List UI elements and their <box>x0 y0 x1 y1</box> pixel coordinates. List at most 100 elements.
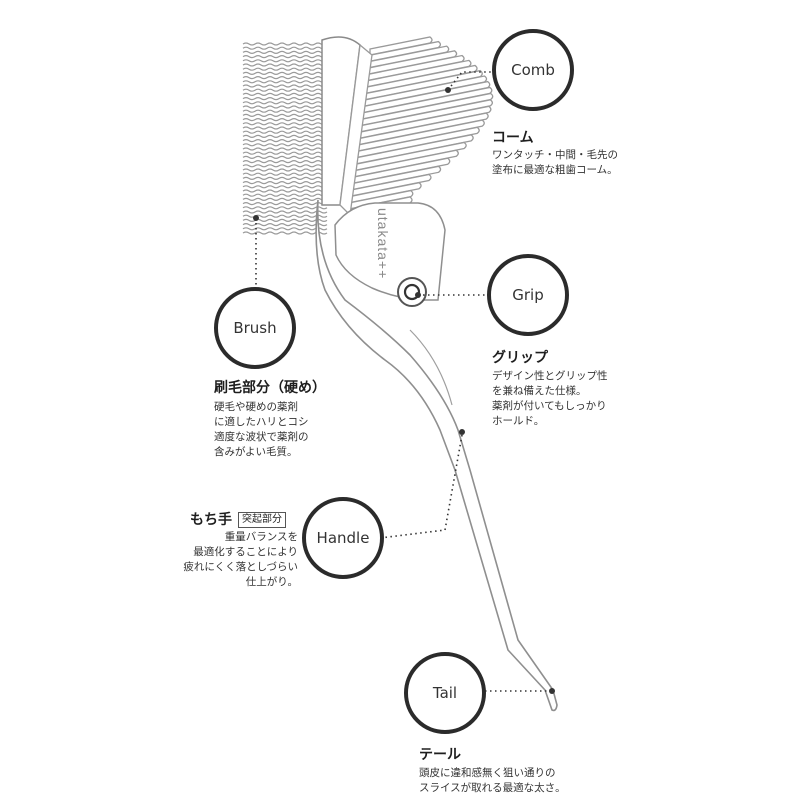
handle-desc-line: 最適化することにより <box>193 546 298 558</box>
comb-desc-line: ワンタッチ・中間・毛先の <box>492 149 618 161</box>
bristle-wave <box>242 122 328 126</box>
comb-heading: コーム <box>492 130 534 146</box>
comb-tooth <box>353 157 451 184</box>
handle-desc-line: 仕上がり。 <box>245 576 298 588</box>
bristle-wave <box>242 206 328 210</box>
bristle-wave <box>242 126 328 130</box>
bristle-wave <box>242 55 328 59</box>
bristle-wave <box>242 76 328 80</box>
brand-logo: utakata++ <box>375 208 391 279</box>
handle-label-circle: Handle <box>302 497 384 579</box>
comb-tooth <box>357 119 485 152</box>
comb-tooth <box>354 149 459 178</box>
comb-tooth <box>354 141 467 171</box>
comb-tooth <box>359 99 494 133</box>
bristle-wave <box>242 67 328 71</box>
bristle-wave <box>242 202 328 206</box>
leader-dot-comb <box>445 87 451 93</box>
bristle-wave <box>242 164 328 168</box>
bristle-wave <box>242 50 328 54</box>
tail-description: 頭皮に違和感無く狙い通りの スライスが取れる最適な太さ。 <box>419 766 566 796</box>
grip-desc-line: デザイン性とグリップ性 <box>492 370 608 382</box>
bristle-wave <box>242 118 328 122</box>
bristle-wave <box>242 109 328 113</box>
bristle-wave <box>242 80 328 84</box>
comb-tooth <box>356 126 480 159</box>
grip-desc-line: 薬剤が付いてもしっかり <box>492 400 607 412</box>
bristle-wave <box>242 210 328 214</box>
bristle-wave <box>242 63 328 67</box>
leader-dot-grip <box>415 292 421 298</box>
brush-desc-line: 含みがよい毛質。 <box>214 446 298 458</box>
tail-heading: テール <box>419 747 461 763</box>
bristle-wave <box>242 155 328 159</box>
comb-tooth <box>351 173 432 197</box>
grip-description: デザイン性とグリップ性 を兼ね備えた仕様。 薬剤が付いてもしっかり ホールド。 <box>492 369 608 429</box>
bristle-wave <box>242 172 328 176</box>
comb-teeth <box>349 36 494 216</box>
bristle-wave <box>242 139 328 143</box>
tail-desc-line: スライスが取れる最適な太さ。 <box>419 782 566 794</box>
comb-tooth <box>358 105 492 139</box>
tail-label: Tail <box>432 684 458 702</box>
bristle-wave <box>242 181 328 185</box>
bristle-wave <box>242 46 328 50</box>
bristle-wave <box>242 168 328 172</box>
comb-desc-line: 塗布に最適な粗歯コーム。 <box>492 164 618 176</box>
bristle-wave <box>242 197 328 201</box>
brush-description: 硬毛や硬めの薬剤 に適したハリとコシ 適度な波状で薬剤の 含みがよい毛質。 <box>214 400 309 460</box>
grip-desc-line: を兼ね備えた仕様。 <box>492 385 587 397</box>
grip-label: Grip <box>512 286 544 304</box>
comb-tooth <box>350 182 422 203</box>
bristle-wave <box>242 185 328 189</box>
comb-description: ワンタッチ・中間・毛先の 塗布に最適な粗歯コーム。 <box>492 148 618 178</box>
brush-handle-outline <box>315 199 558 712</box>
brush-bristles <box>242 42 328 235</box>
comb-tooth <box>352 165 442 191</box>
bristle-wave <box>242 151 328 155</box>
brush-desc-line: 硬毛や硬めの薬剤 <box>214 401 298 413</box>
comb-label: Comb <box>511 61 555 79</box>
grip-heading: グリップ <box>492 350 548 366</box>
bristle-wave <box>242 84 328 88</box>
bristle-wave <box>242 97 328 101</box>
bristle-wave <box>242 59 328 63</box>
comb-tooth <box>358 112 489 146</box>
leader-dot-brush <box>253 215 259 221</box>
bristle-wave <box>242 42 328 46</box>
grip-label-circle: Grip <box>487 254 569 336</box>
comb-tooth <box>355 134 474 165</box>
comb-label-circle: Comb <box>492 29 574 111</box>
handle-description: 重量バランスを 最適化することにより 疲れにくく落としづらい 仕上がり。 <box>183 530 298 590</box>
bristle-wave <box>242 71 328 75</box>
bristle-wave <box>242 147 328 151</box>
bristle-wave <box>242 92 328 96</box>
bristle-wave <box>242 130 328 134</box>
bristle-wave <box>242 143 328 147</box>
handle-desc-line: 重量バランスを <box>224 531 298 543</box>
handle-heading-row: もち手突起部分 <box>190 509 286 529</box>
handle-inner-line <box>409 329 453 406</box>
bristle-wave <box>242 193 328 197</box>
leader-dot-tail <box>549 688 555 694</box>
leader-dot-handle <box>459 429 465 435</box>
bristle-wave <box>242 227 328 231</box>
brush-heading: 刷毛部分（硬め） <box>214 380 326 396</box>
bristle-wave <box>242 176 328 180</box>
handle-heading: もち手 <box>190 512 232 528</box>
handle-desc-line: 疲れにくく落としづらい <box>183 561 298 573</box>
tail-label-circle: Tail <box>404 652 486 734</box>
bristle-wave <box>242 105 328 109</box>
bristle-wave <box>242 231 328 235</box>
leader-handle <box>379 434 463 539</box>
bristle-wave <box>242 113 328 117</box>
bristle-wave <box>242 160 328 164</box>
handle-label: Handle <box>316 529 370 547</box>
tail-desc-line: 頭皮に違和感無く狙い通りの <box>419 767 556 779</box>
brush-desc-line: に適したハリとコシ <box>214 416 309 428</box>
bristle-wave <box>242 88 328 92</box>
bristle-wave <box>242 134 328 138</box>
grip-panel <box>334 202 446 301</box>
